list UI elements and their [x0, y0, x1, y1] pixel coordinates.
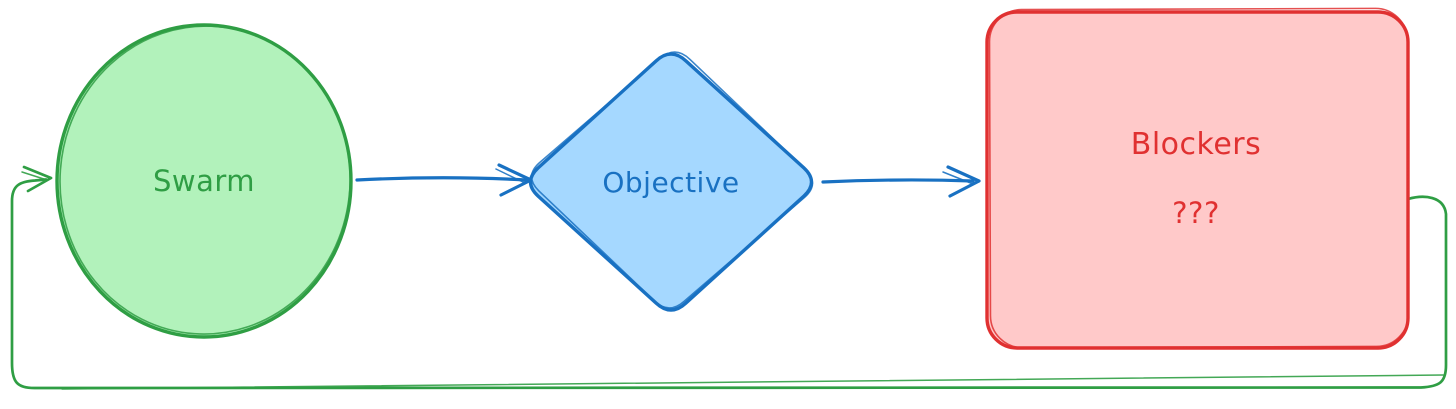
arrow-objective-to-blockers: [821, 165, 981, 198]
feedback-loop-path: [10, 178, 1448, 390]
arrow-swarm-to-objective: [355, 163, 533, 197]
arrowhead-icon: [946, 165, 981, 198]
blockers-label: Blockers: [1131, 127, 1262, 162]
objective-diamond-sketch: [530, 51, 814, 309]
arrow-shaft: [821, 178, 975, 184]
arrowhead-icon: [497, 163, 533, 197]
objective-diamond: [528, 52, 814, 312]
node-objective: Objective: [528, 51, 814, 312]
swarm-circle: [55, 23, 353, 339]
swarm-circle-sketch: [59, 25, 351, 335]
arrowhead-sketch: [495, 168, 526, 184]
node-swarm: Swarm: [55, 23, 353, 339]
arrow-shaft: [355, 176, 528, 182]
blockers-rectangle-sketch: [988, 7, 1410, 349]
blockers-rectangle: [985, 10, 1410, 350]
feedback-arrowhead-sketch: [21, 171, 48, 181]
swarm-label: Swarm: [153, 164, 255, 198]
blockers-sublabel: ???: [1172, 196, 1220, 230]
objective-label: Objective: [602, 166, 739, 199]
node-blockers: Blockers ???: [985, 7, 1410, 350]
arrowhead-sketch: [942, 171, 974, 185]
